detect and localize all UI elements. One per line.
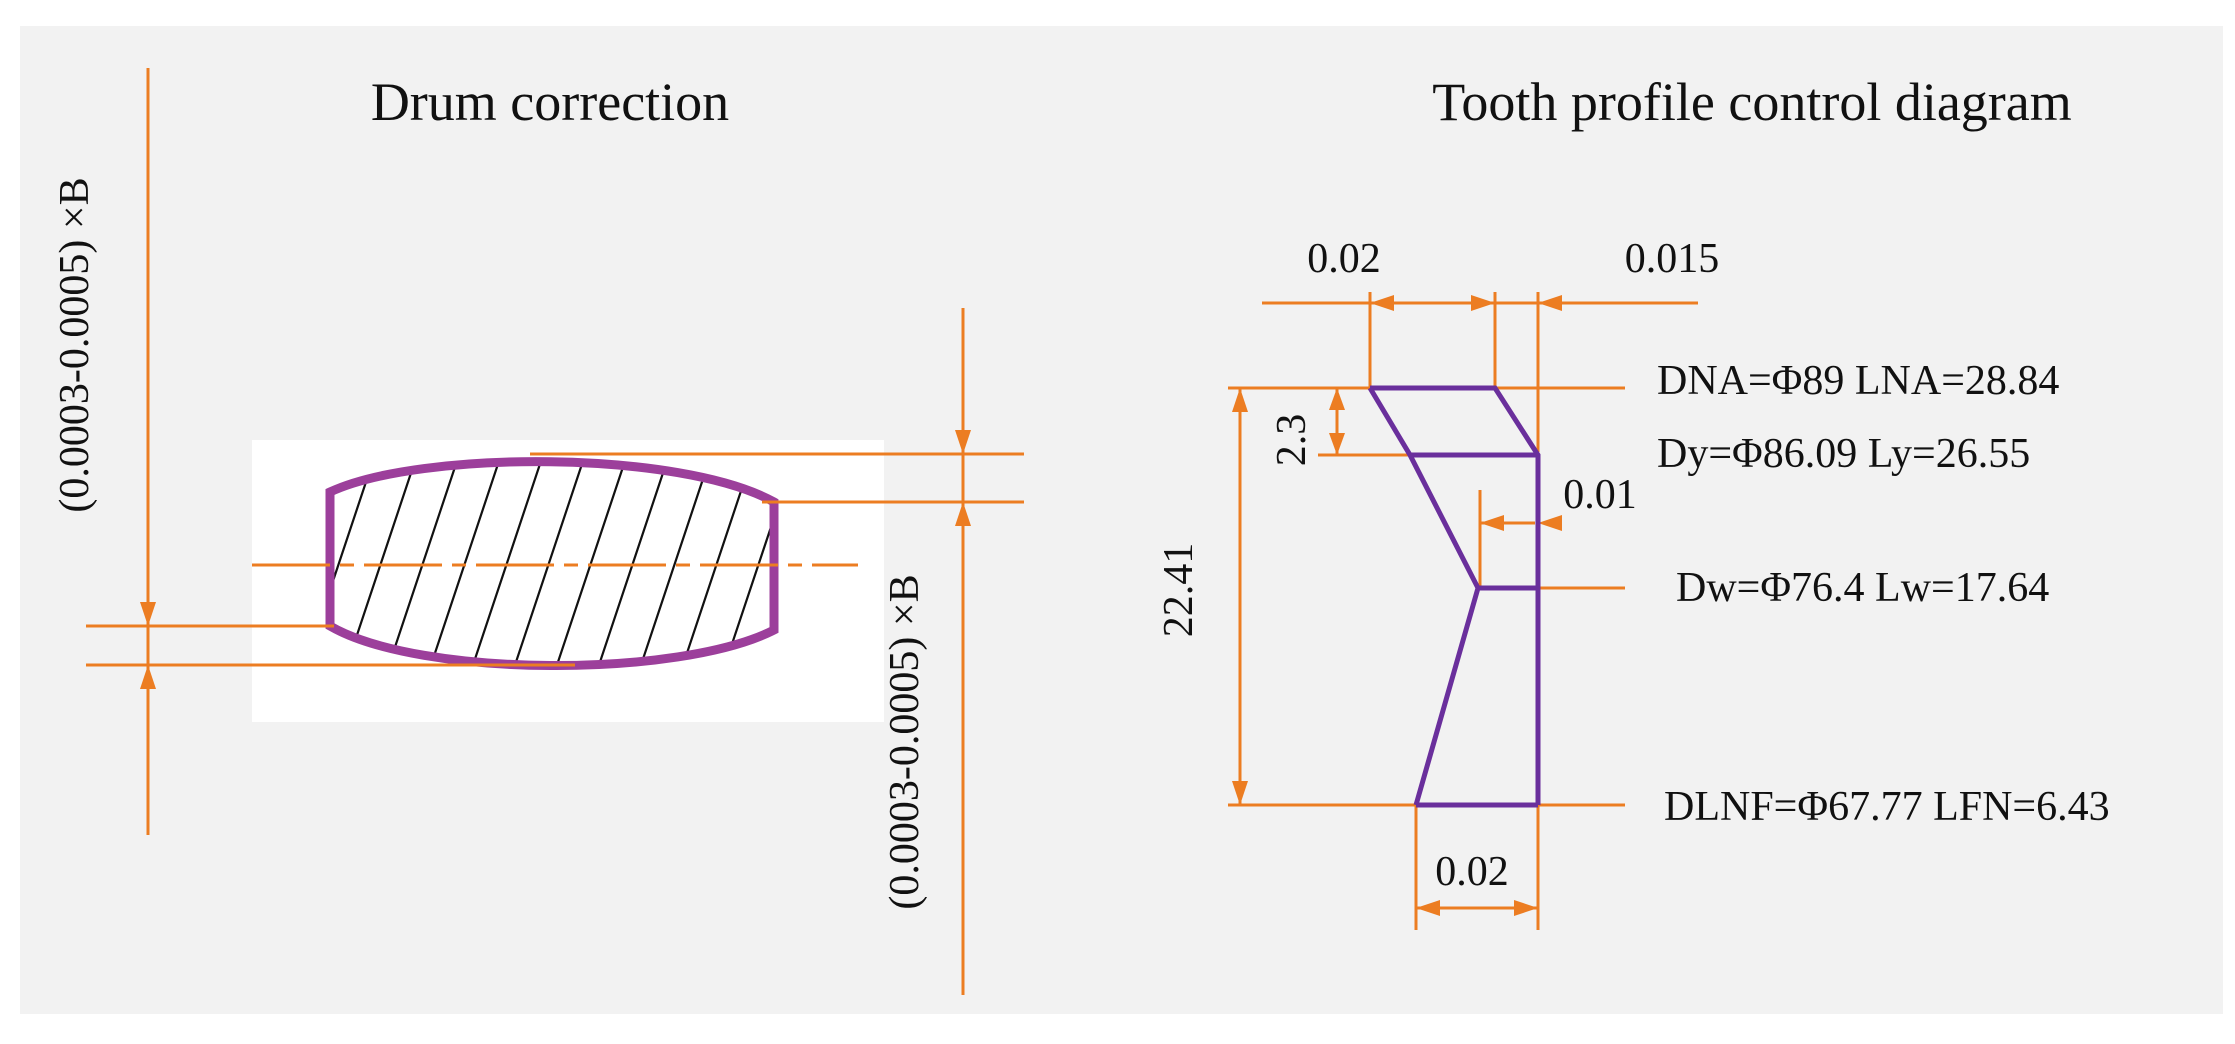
label-dna: DNA=Φ89 LNA=28.84 bbox=[1657, 358, 2059, 404]
label-dw: Dw=Φ76.4 Lw=17.64 bbox=[1676, 565, 2049, 611]
drum-outline bbox=[325, 457, 779, 670]
dimension-total-vertical: 22.41 bbox=[1156, 543, 1202, 638]
dimension-top-right: 0.015 bbox=[1625, 236, 1720, 282]
drum-hatching bbox=[330, 461, 774, 666]
drum-dimension-lines bbox=[86, 68, 1024, 995]
tooth-profile-outline bbox=[1367, 385, 1541, 808]
drum-dimension-arrows bbox=[140, 430, 971, 689]
profile-dimension-arrows bbox=[1232, 295, 1562, 916]
drum-dimension-label-right: (0.0003-0.0005) ×B bbox=[882, 574, 928, 909]
tooth-profile-title: Tooth profile control diagram bbox=[1432, 72, 2072, 132]
drum-dimension-label-left: (0.0003-0.0005) ×B bbox=[52, 177, 98, 512]
dimension-bottom: 0.02 bbox=[1435, 849, 1509, 895]
drum-correction-title: Drum correction bbox=[371, 72, 729, 132]
dimension-top-left: 0.02 bbox=[1307, 236, 1381, 282]
dimension-mid: 0.01 bbox=[1563, 472, 1637, 518]
label-dlnf: DLNF=Φ67.77 LFN=6.43 bbox=[1664, 784, 2110, 830]
dimension-small-vertical: 2.3 bbox=[1269, 414, 1315, 467]
label-dy: Dy=Φ86.09 Ly=26.55 bbox=[1657, 431, 2030, 477]
drum-inset-background bbox=[252, 440, 884, 722]
